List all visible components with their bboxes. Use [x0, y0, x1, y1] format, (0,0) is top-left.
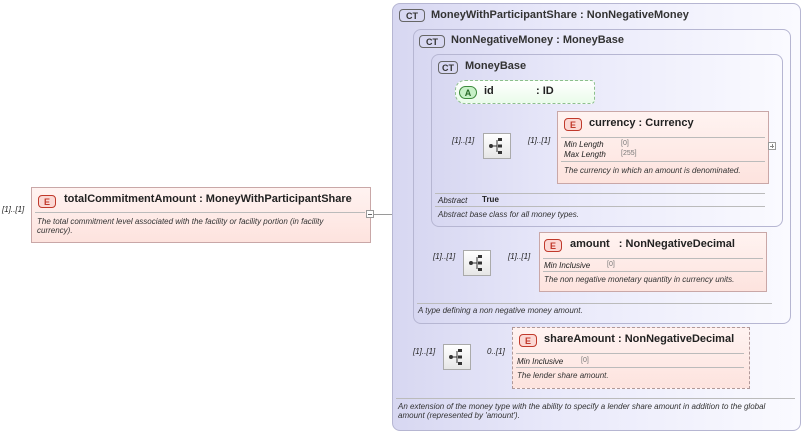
element-amount-box[interactable]: E amount : NonNegativeDecimal Min Inclus…: [539, 232, 767, 292]
ct-badge: CT: [438, 61, 458, 74]
facet-min-inclusive-label: Min Inclusive: [517, 357, 564, 366]
ct-outer-name: MoneyWithParticipantShare: [431, 9, 577, 21]
attribute-id-name: id: [484, 85, 494, 97]
element-badge: E: [519, 334, 537, 347]
abstract-label: Abstract: [438, 196, 468, 205]
element-share-doc: The lender share amount.: [517, 371, 609, 380]
element-share-amount-box[interactable]: E shareAmount : NonNegativeDecimal Min I…: [512, 327, 750, 389]
root-element-doc: The total commitment level associated wi…: [37, 217, 324, 235]
separator: [417, 303, 772, 304]
separator: [396, 398, 795, 399]
separator: [543, 258, 763, 259]
collapse-toggle[interactable]: [366, 210, 374, 218]
separator: [561, 137, 765, 138]
facet-max-length-label: Max Length: [564, 150, 606, 159]
ct-outer-title: MoneyWithParticipantShare : NonNegativeM…: [431, 9, 689, 21]
root-element-type: MoneyWithParticipantShare: [205, 193, 352, 205]
separator: [435, 206, 765, 207]
attribute-id-type: : ID: [536, 85, 554, 97]
facet-min-length-label: Min Length: [564, 140, 604, 149]
facet-max-length-value: [255]: [621, 150, 637, 157]
root-element-box[interactable]: E totalCommitmentAmount : MoneyWithParti…: [31, 187, 371, 243]
seq-currency-card-right: [1]..[1]: [528, 136, 551, 145]
root-element-title: totalCommitmentAmount : MoneyWithPartici…: [64, 193, 352, 205]
ct-inner-doc: Abstract base class for all money types.: [438, 210, 579, 219]
attribute-id-box[interactable]: A id : ID: [455, 80, 595, 104]
element-share-name: shareAmount: [544, 333, 615, 345]
element-badge: E: [564, 118, 582, 131]
element-badge: E: [544, 239, 562, 252]
element-currency-title: currency : Currency: [589, 117, 694, 129]
colon: :: [617, 333, 622, 345]
colon: :: [580, 9, 584, 21]
element-currency-type: Currency: [645, 117, 694, 129]
ct-middle-name: NonNegativeMoney: [451, 34, 554, 46]
colon: :: [638, 117, 643, 129]
ct-inner-name: MoneyBase: [465, 60, 527, 72]
seq-share-card-left: [1]..[1]: [413, 347, 436, 356]
sequence-compositor[interactable]: [463, 250, 491, 276]
element-badge: E: [38, 195, 56, 208]
separator: [543, 271, 763, 272]
facet-min-length-value: [0]: [621, 140, 629, 147]
sequence-compositor[interactable]: [443, 344, 471, 370]
ct-outer-base: NonNegativeMoney: [586, 9, 689, 21]
element-amount-type: NonNegativeDecimal: [625, 238, 735, 250]
element-share-type: NonNegativeDecimal: [624, 333, 735, 345]
seq-share-card-right: 0..[1]: [487, 347, 505, 356]
element-amount-name: amount: [570, 238, 610, 250]
ct-badge: CT: [399, 9, 425, 22]
attribute-badge: A: [459, 86, 477, 99]
ct-middle-base: MoneyBase: [562, 34, 625, 46]
seq-currency-card-left: [1]..[1]: [452, 136, 475, 145]
element-currency-doc: The currency in which an amount is denom…: [564, 166, 741, 175]
ct-middle-title: NonNegativeMoney : MoneyBase: [451, 34, 624, 46]
ct-outer-doc: An extension of the money type with the …: [398, 402, 766, 420]
element-amount-doc: The non negative monetary quantity in cu…: [544, 275, 735, 284]
element-amount-title: amount : NonNegativeDecimal: [570, 238, 735, 250]
sequence-icon: [489, 138, 502, 154]
colon: :: [199, 193, 203, 205]
seq-amount-card-right: [1]..[1]: [508, 252, 531, 261]
colon: :: [556, 34, 560, 46]
facet-min-inclusive-label: Min Inclusive: [544, 261, 591, 270]
root-cardinality: [1]..[1]: [2, 205, 25, 214]
sequence-icon: [449, 349, 462, 365]
colon: :: [618, 238, 623, 250]
root-element-name: totalCommitmentAmount: [64, 193, 196, 205]
facet-min-inclusive-value: [0]: [581, 357, 589, 364]
separator: [35, 212, 365, 213]
ct-middle-doc: A type defining a non negative money amo…: [418, 306, 583, 315]
sequence-compositor[interactable]: [483, 133, 511, 159]
separator: [516, 367, 744, 368]
sequence-icon: [469, 255, 482, 271]
abstract-value: True: [482, 195, 499, 204]
separator: [561, 161, 765, 162]
expand-toggle[interactable]: [768, 142, 776, 150]
separator: [435, 193, 765, 194]
element-share-title: shareAmount : NonNegativeDecimal: [544, 333, 734, 345]
ct-badge: CT: [419, 35, 445, 48]
element-currency-name: currency: [589, 117, 636, 129]
separator: [516, 353, 744, 354]
connector-line: [370, 214, 403, 215]
seq-amount-card-left: [1]..[1]: [433, 252, 456, 261]
element-currency-box[interactable]: E currency : Currency Min Length [0] Max…: [557, 111, 769, 184]
facet-min-inclusive-value: [0]: [607, 261, 615, 268]
